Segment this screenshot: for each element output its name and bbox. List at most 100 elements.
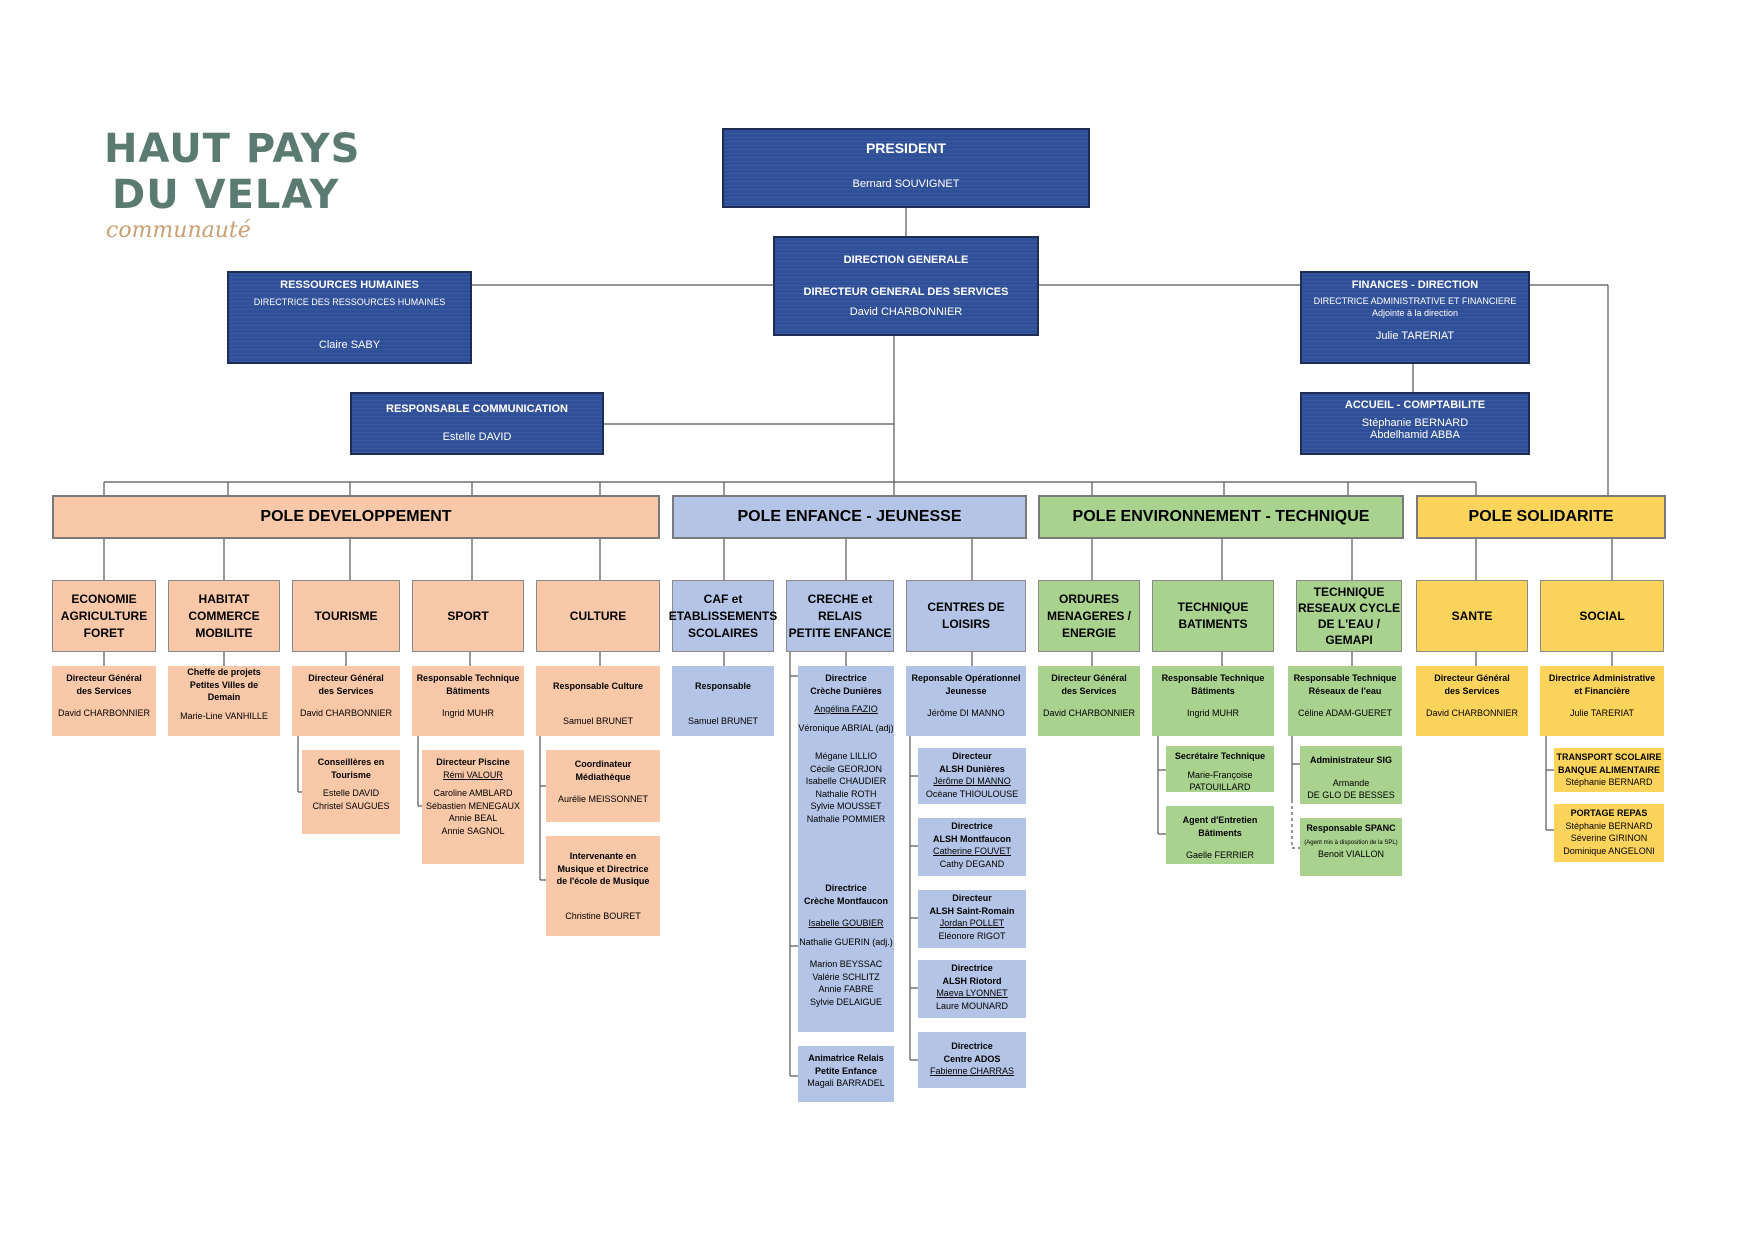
card-ordures-role1: Directeur Général: [1051, 673, 1127, 683]
card-creche2-role2: Crèche Montfaucon: [803, 895, 888, 906]
service-economie-line3: FORET: [83, 625, 125, 640]
card-tourisme-role1: Directeur Général: [308, 673, 384, 683]
card-social2-role2: BANQUE ALIMENTAIRE: [1558, 764, 1660, 775]
service-creche-line1: CRECHE et RELAIS: [807, 591, 873, 623]
card-alsh5-role2: Centre ADOS: [943, 1053, 1001, 1064]
communication-name: Estelle DAVID: [442, 431, 512, 443]
card-social3-role1: PORTAGE REPAS: [1570, 808, 1648, 818]
card-alsh-riotord: Directrice ALSH Riotord Maeva LYONNET La…: [918, 960, 1026, 1018]
service-social: SOCIAL: [1540, 580, 1664, 652]
card-alsh-dunieres: Directeur ALSH Dunières Jérôme DI MANNO …: [918, 748, 1026, 804]
card-creche2-adj: Nathalie GUERIN (adj.): [799, 936, 893, 947]
pole-enfance-jeunesse: POLE ENFANCE - JEUNESSE: [672, 495, 1027, 539]
card-tourisme2-name1: Estelle DAVID: [322, 788, 380, 798]
card-caf: Responsable Samuel BRUNET: [672, 666, 774, 736]
card-culture-role1: Responsable Culture: [552, 681, 644, 691]
card-social-role1: Directrice Administrative: [1548, 673, 1656, 683]
card-centre-ados: Directrice Centre ADOS Fabienne CHARRAS: [918, 1032, 1026, 1088]
card-sport-name: Ingrid MUHR: [441, 708, 494, 718]
service-creche: CRECHE et RELAIS PETITE ENFANCE: [786, 580, 894, 652]
card-sport2-name2: Sébastien MENEGAUX: [425, 800, 521, 811]
pole-developpement: POLE DEVELOPPEMENT: [52, 495, 660, 539]
card-portage-repas: PORTAGE REPAS Stéphanie BERNARD Séverine…: [1554, 804, 1664, 862]
card-alsh2-lead: Catherine FOUVET: [932, 846, 1012, 856]
card-habitat-role3: Demain: [207, 692, 241, 702]
card-culture-mediatheque: Coordinateur Médiathèque Aurélie MEISSON…: [546, 750, 660, 822]
card-alsh-saint-romain: Directeur ALSH Saint-Romain Jordan POLLE…: [918, 890, 1026, 948]
card-relais-petite-enfance: Animatrice Relais Petite Enfance Magali …: [798, 1046, 894, 1102]
card-creche1-role2: Crèche Dunières: [810, 685, 882, 696]
card-technique3-role1: Agent d'Entretien: [1182, 815, 1258, 825]
card-creche3-role2: Petite Enfance: [814, 1065, 878, 1076]
card-loisirs-role1: Reponsable Opérationnel: [911, 673, 1021, 683]
service-economie: ECONOMIE AGRICULTURE FORET: [52, 580, 156, 652]
card-technique2-role1: Secrétaire Technique: [1174, 751, 1266, 761]
president-box: PRESIDENT Bernard SOUVIGNET: [722, 128, 1090, 208]
service-caf-line2: ETABLISSEMENTS: [668, 608, 778, 623]
card-creche1-adj: Véronique ABRIAL (adj): [798, 722, 894, 733]
card-reseaux-name: Céline ADAM-GUERET: [1297, 708, 1393, 718]
card-alsh3-role1: Directeur: [952, 893, 992, 903]
service-habitat-line3: MOBILITE: [195, 625, 253, 640]
card-loisirs-role2: Jeunesse: [945, 685, 987, 696]
accueil-name2: Abdelhamid ABBA: [1370, 429, 1460, 441]
card-technique2-name2: PATOUILLARD: [1189, 782, 1251, 792]
card-reseaux3-note: (Agent mis à disposition de la SPL): [1304, 839, 1398, 846]
card-tourisme-role2: des Services: [318, 685, 374, 696]
card-social-name: Julie TARERIAT: [1569, 708, 1634, 718]
card-sante-role2: des Services: [1444, 685, 1500, 696]
card-culture2-role2: Médiathèque: [575, 771, 631, 782]
card-reseaux3-name: Benoit VIALLON: [1317, 848, 1385, 859]
card-alsh4-name: Laure MOUNARD: [935, 1000, 1009, 1011]
card-tourisme2-role1: Conseillères en: [317, 757, 385, 767]
card-creche1-name2: Cécile GEORJON: [809, 763, 882, 774]
card-habitat-name: Marie-Line VANHILLE: [180, 710, 268, 721]
card-caf-role1: Responsable: [694, 681, 752, 691]
card-alsh-montfaucon: Directrice ALSH Montfaucon Catherine FOU…: [918, 818, 1026, 876]
card-creche3-role1: Animatrice Relais: [808, 1053, 884, 1063]
service-tourisme: TOURISME: [292, 580, 400, 652]
card-alsh5-role1: Directrice: [951, 1041, 993, 1051]
card-reseaux-role1: Responsable Technique: [1293, 673, 1397, 683]
card-economie: Directeur Général des Services David CHA…: [52, 666, 156, 736]
card-technique: Responsable Technique Bâtiments Ingrid M…: [1152, 666, 1274, 736]
card-technique-role1: Responsable Technique: [1161, 673, 1265, 683]
card-creche2-name4: Sylvie DELAIGUE: [809, 996, 883, 1007]
card-alsh2-role1: Directrice: [951, 821, 993, 831]
card-loisirs-jeunesse: Reponsable Opérationnel Jeunesse Jérôme …: [906, 666, 1026, 736]
service-reseaux-line1: TECHNIQUE: [1313, 585, 1385, 599]
card-economie-name: David CHARBONNIER: [57, 708, 151, 718]
pole-solidarite: POLE SOLIDARITE: [1416, 495, 1666, 539]
card-sante-name: David CHARBONNIER: [1425, 708, 1519, 718]
card-ordures-role2: des Services: [1061, 685, 1117, 696]
card-creche1-role1: Directrice: [825, 673, 867, 683]
card-alsh5-lead: Fabienne CHARRAS: [929, 1066, 1015, 1076]
card-reseaux2-name2: DE GLO DE BESSES: [1307, 790, 1395, 800]
card-alsh3-lead: Jordan POLLET: [939, 918, 1005, 928]
card-culture2-name: Aurélie MEISSONNET: [557, 794, 649, 804]
president-title: PRESIDENT: [865, 140, 947, 156]
card-sport-role1: Responsable Technique: [416, 673, 520, 683]
logo-text-line3: communauté: [106, 218, 251, 243]
card-sport2-name1: Caroline AMBLARD: [433, 788, 513, 798]
card-social3-name1: Stéphanie BERNARD: [1565, 820, 1653, 831]
service-culture: CULTURE: [536, 580, 660, 652]
finances-name: Julie TARERIAT: [1375, 330, 1455, 342]
service-technique-line1: TECHNIQUE: [1177, 600, 1249, 614]
communication-box: RESPONSABLE COMMUNICATION Estelle DAVID: [350, 392, 604, 455]
card-responsable-spanc: Responsable SPANC (Agent mis à dispositi…: [1300, 818, 1402, 876]
card-alsh1-lead: Jérôme DI MANNO: [933, 776, 1011, 786]
service-ordures-line1: ORDURES: [1058, 591, 1119, 606]
card-technique2-name1: Marie-Françoise: [1187, 769, 1253, 780]
service-reseaux: TECHNIQUE RESEAUX CYCLE DE L'EAU / GEMAP…: [1296, 580, 1402, 652]
card-sante: Directeur Général des Services David CHA…: [1416, 666, 1528, 736]
service-habitat: HABITAT COMMERCE MOBILITE: [168, 580, 280, 652]
card-creche2-name1: Marion BEYSSAC: [809, 959, 883, 969]
card-reseaux2-role1: Administrateur SIG: [1309, 755, 1392, 765]
card-technique3-role2: Bâtiments: [1198, 827, 1242, 838]
card-culture-name: Samuel BRUNET: [562, 715, 634, 726]
card-alsh4-role1: Directrice: [951, 963, 993, 973]
card-culture-musique: Intervenante en Musique et Directrice de…: [546, 836, 660, 936]
card-ordures-name: David CHARBONNIER: [1042, 708, 1136, 718]
card-sport-piscine: Directeur Piscine Rémi VALOUR Caroline A…: [422, 750, 524, 864]
